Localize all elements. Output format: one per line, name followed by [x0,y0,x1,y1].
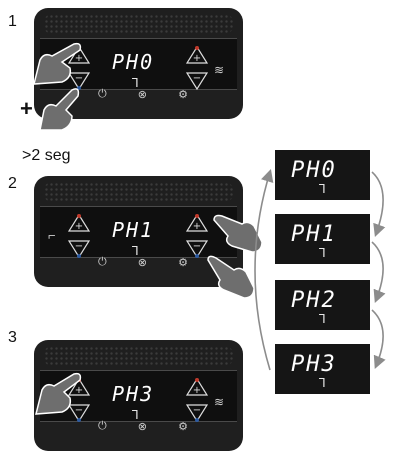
function-icons: ⏻ ⊗ ⚙ [98,256,188,269]
svg-text:−: − [75,241,83,252]
timer-icon[interactable]: ⊗ [137,89,148,101]
display-readout: PH0 [112,50,155,74]
hold-duration-note: >2 seg [22,147,71,164]
tap-icon: ⅂ [132,408,139,422]
speaker-grille [44,182,233,202]
heat-wave-icon: ≋ [214,63,225,77]
svg-text:−: − [75,405,83,416]
svg-text:+: + [193,385,201,396]
arrow-loop-back [254,168,274,371]
minus-button-left[interactable]: − [68,404,90,422]
hand-pointer-icon [35,372,82,415]
minus-button-left[interactable]: − [68,240,90,258]
svg-text:+: + [193,221,201,232]
plus-button-right[interactable]: + [186,46,208,64]
function-icons: ⏻ ⊗ ⚙ [98,88,188,101]
speaker-grille [44,14,233,34]
sequence-arrows [254,168,386,371]
arrow-down [371,241,386,303]
step-3-number: 3 [8,329,17,346]
tap-outlet-icon: ⌐ [48,228,56,243]
svg-text:+: + [75,53,83,64]
minus-button-right[interactable]: − [186,72,208,90]
arrow-down [371,309,386,369]
plus-button-right[interactable]: + [186,214,208,232]
sequence-display-2: PH1 ⅂ [275,214,370,264]
display-readout: PH1 [112,218,155,242]
timer-icon[interactable]: ⊗ [137,421,148,433]
tap-icon: ⅂ [319,182,326,196]
settings-icon[interactable]: ⚙ [178,89,188,101]
hand-pointer-icon [33,42,82,85]
svg-text:−: − [75,73,83,84]
display-readout: PH3 [112,382,155,406]
svg-text:−: − [193,73,201,84]
sequence-readout: PH3 [291,352,337,377]
tap-icon: ⅂ [132,76,139,90]
sequence-display-4: PH3 ⅂ [275,344,370,394]
plus-button-right[interactable]: + [186,378,208,396]
svg-text:−: − [193,405,201,416]
step-1-number: 1 [8,13,17,30]
plus-button-left[interactable]: + [68,214,90,232]
control-panel-step-2: + − + − ⌐ PH1 ⅂ ⏻ ⊗ ⚙ [34,176,243,287]
hand-pointer-icon [207,255,255,299]
svg-text:+: + [193,53,201,64]
minus-button-right[interactable]: − [186,404,208,422]
sequence-readout: PH0 [291,158,337,183]
hand-pointer-icon [39,88,80,131]
timer-icon[interactable]: ⊗ [137,257,148,269]
settings-icon[interactable]: ⚙ [178,421,188,433]
sequence-display-3: PH2 ⅂ [275,280,370,330]
tap-icon: ⅂ [319,246,326,260]
combo-plus-mark: + [20,96,33,121]
arrow-down [371,171,386,238]
step-2-number: 2 [8,175,17,192]
power-icon[interactable]: ⏻ [98,256,107,268]
tap-icon: ⅂ [319,376,326,390]
power-icon[interactable]: ⏻ [98,420,107,432]
svg-text:+: + [75,385,83,396]
sequence-display-1: PH0 ⅂ [275,150,370,200]
sequence-readout: PH2 [291,288,337,313]
sequence-readout: PH1 [291,222,337,247]
panel-face [40,206,237,258]
hand-pointer-icon [213,214,263,253]
function-icons: ⏻ ⊗ ⚙ [98,420,188,433]
heat-wave-icon: ≋ [214,395,225,409]
power-icon[interactable]: ⏻ [98,88,107,100]
svg-text:−: − [193,241,201,252]
speaker-grille [44,346,233,366]
tap-icon: ⅂ [319,312,326,326]
minus-button-right[interactable]: − [186,240,208,258]
settings-icon[interactable]: ⚙ [178,257,188,269]
svg-text:+: + [75,221,83,232]
tap-icon: ⅂ [132,244,139,258]
control-panel-step-3: + − + − ≋ PH3 ⅂ ⏻ ⊗ ⚙ [34,340,243,451]
